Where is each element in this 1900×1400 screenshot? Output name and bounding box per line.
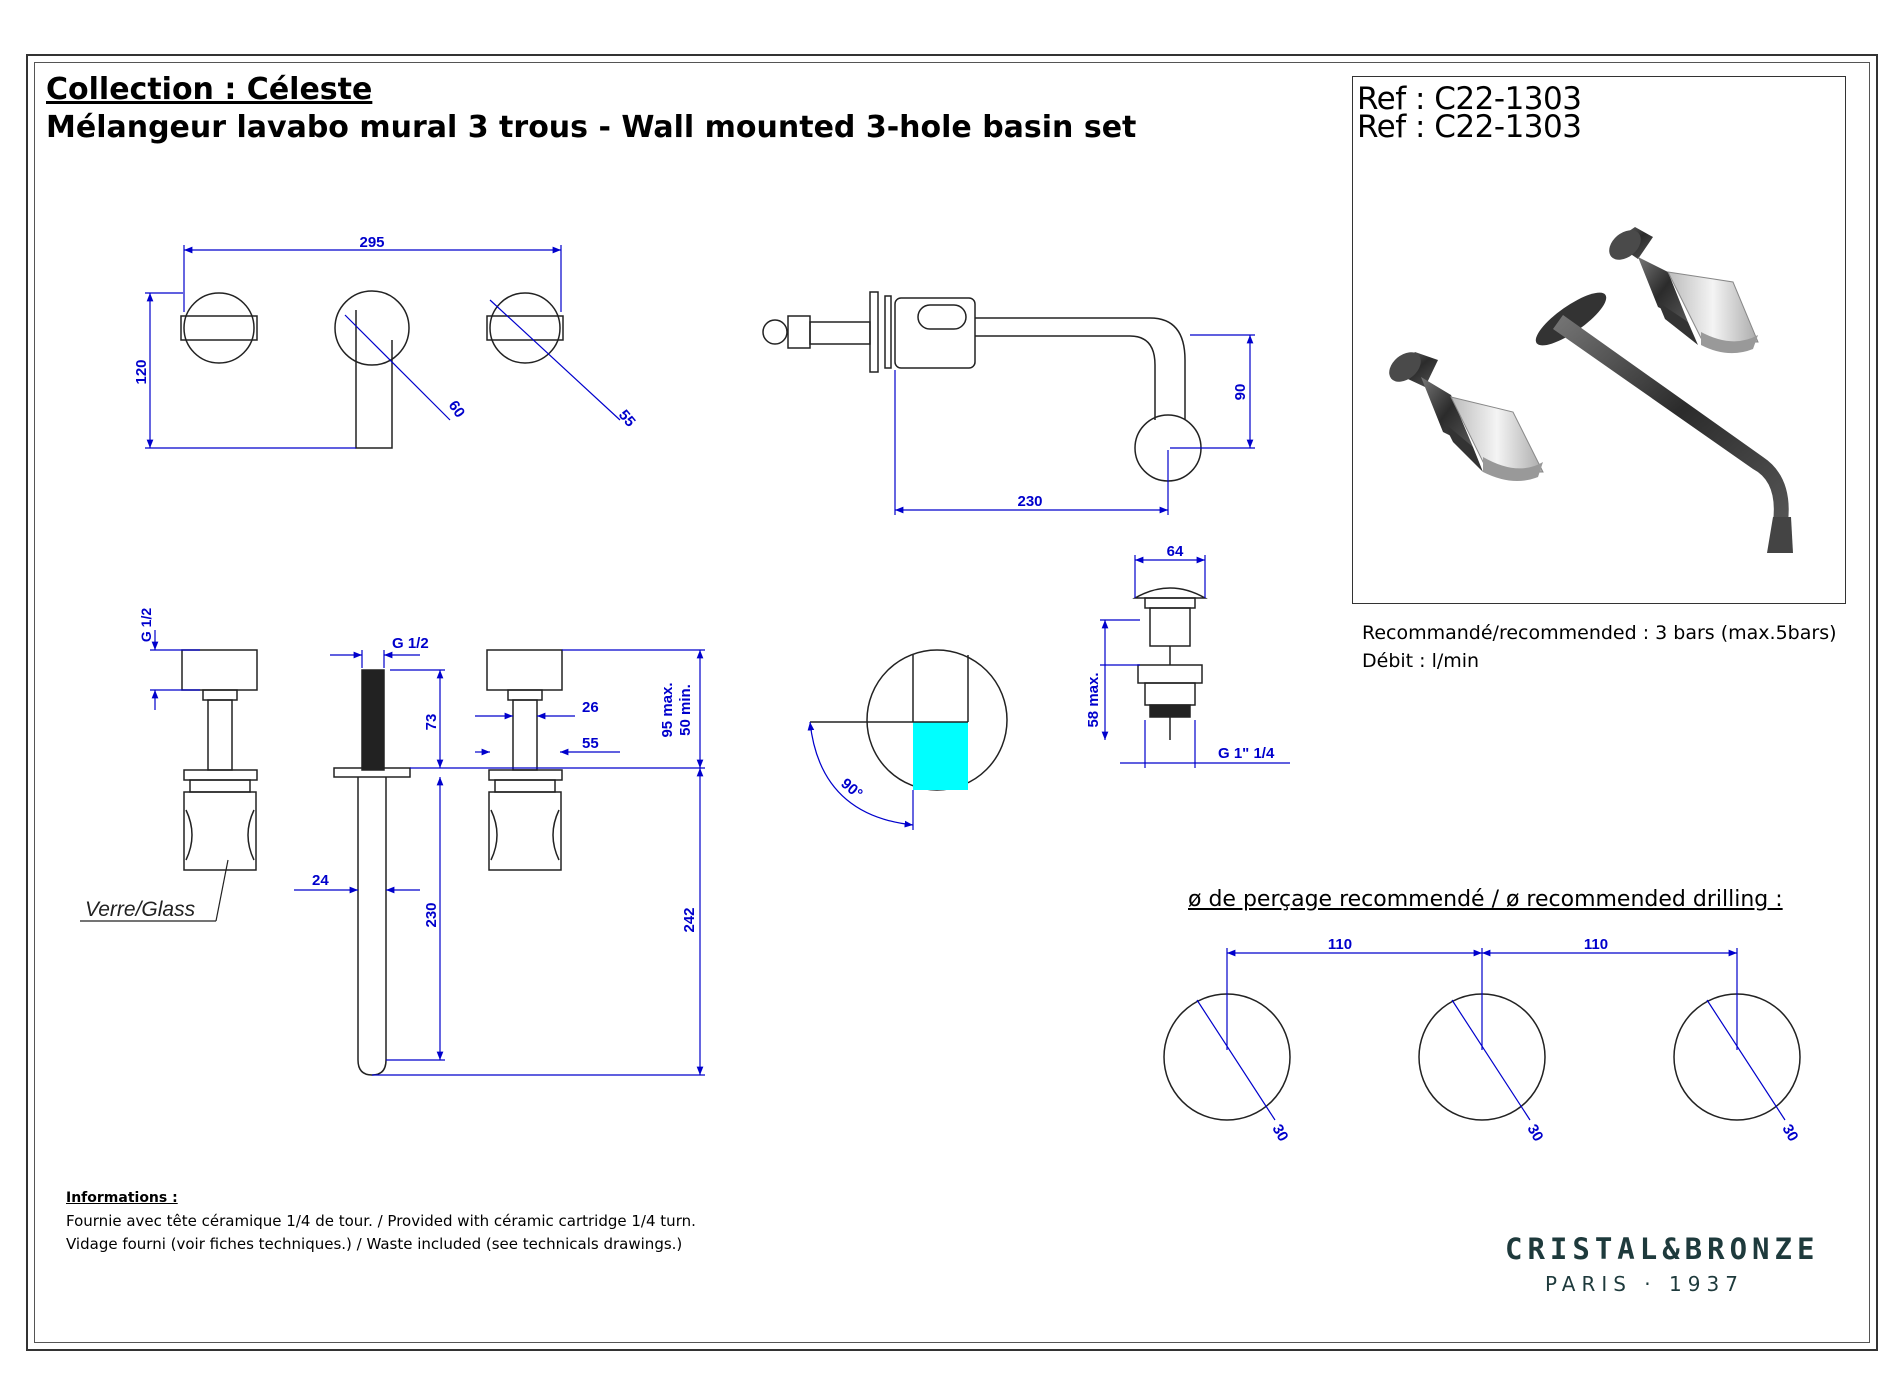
waste-cap xyxy=(1132,587,1208,599)
glass-handle-left xyxy=(183,791,257,871)
dim-drill-30-3: 30 xyxy=(1779,1122,1802,1145)
dim-120: 120 xyxy=(133,359,150,384)
informations-heading: Informations : xyxy=(66,1190,178,1206)
front-view xyxy=(180,290,564,449)
front-view-dimensions xyxy=(145,245,621,449)
front-right-handle-bar xyxy=(486,315,564,341)
dim-dia-55-side: 55 xyxy=(582,735,599,752)
cartridge-right xyxy=(486,649,563,871)
dim-dia-55-top: 55 xyxy=(615,407,639,431)
flow-note: Débit : l/min xyxy=(1362,650,1480,672)
side-body xyxy=(894,297,976,369)
drilling-title: ø de perçage recommendé / ø recommended … xyxy=(1188,887,1783,912)
collection-title: Collection : Céleste xyxy=(46,72,373,107)
spout-render xyxy=(1535,292,1793,553)
right-handle-render xyxy=(1609,227,1759,354)
product-render xyxy=(1389,227,1793,553)
dim-g12-left: G 1/2 xyxy=(138,608,154,642)
dim-g12-mid: G 1/2 xyxy=(392,635,429,652)
dim-50-min: 50 min. xyxy=(677,684,694,736)
reference-line-2: Ref : C22-1303 xyxy=(1357,109,1582,145)
front-spout-body xyxy=(355,310,393,449)
reference-line-1: Ref : C22-1303 xyxy=(1357,81,1582,117)
product-title: Mélangeur lavabo mural 3 trous - Wall mo… xyxy=(46,110,1137,145)
brand-logo: CRISTAL&BRONZE xyxy=(1505,1232,1820,1266)
brand-tagline: PARIS · 1937 xyxy=(1545,1272,1744,1296)
dim-90: 90 xyxy=(1232,384,1249,401)
drawing-frame-outer xyxy=(26,54,1878,1351)
side-view-dimensions xyxy=(894,334,1255,515)
drawing-frame-inner xyxy=(34,62,1870,1343)
cartridge-right-dims xyxy=(445,649,705,1075)
dim-dia-26: 26 xyxy=(582,699,599,716)
waste-flange xyxy=(1137,664,1203,684)
glass-label: Verre/Glass xyxy=(85,898,196,921)
threaded-tube xyxy=(361,669,385,771)
cartridge-left-dims xyxy=(150,630,200,710)
front-right-handle xyxy=(489,292,561,364)
dim-waste-thread: G 1" 1/4 xyxy=(1218,745,1275,762)
dim-230-projection: 230 xyxy=(1017,493,1042,510)
dim-95-max: 95 max. xyxy=(659,682,676,737)
dim-waste-58: 58 max. xyxy=(1085,672,1102,727)
spout-tube-lower xyxy=(357,777,387,1076)
dim-drill-110-a: 110 xyxy=(1328,936,1352,953)
dim-230-tube: 230 xyxy=(423,902,440,927)
dim-drill-110-b: 110 xyxy=(1584,936,1608,953)
dim-dia-24: 24 xyxy=(312,872,329,889)
informations-line-1: Fournie avec tête céramique 1/4 de tour.… xyxy=(66,1212,696,1230)
angle-detail: 90° xyxy=(807,649,1008,830)
front-left-handle xyxy=(183,292,255,364)
dim-295: 295 xyxy=(359,234,384,251)
glass-handle-right xyxy=(488,791,562,871)
dim-waste-64: 64 xyxy=(1167,543,1184,560)
reference-box: Ref : C22-1303 Ref : C22-1303 xyxy=(1352,76,1846,604)
dim-dia-60: 60 xyxy=(445,398,468,421)
pressure-note: Recommandé/recommended : 3 bars (max.5ba… xyxy=(1362,622,1837,644)
dim-drill-30-2: 30 xyxy=(1524,1122,1547,1145)
waste-dimensions xyxy=(1100,555,1290,768)
informations-line-2: Vidage fourni (voir fiches techniques.) … xyxy=(66,1235,683,1253)
front-left-handle-bar xyxy=(180,315,258,341)
side-handle-end xyxy=(762,319,788,345)
left-handle-render xyxy=(1389,352,1544,481)
waste-view xyxy=(1132,587,1208,740)
dim-73: 73 xyxy=(423,714,440,731)
dim-242: 242 xyxy=(681,907,698,932)
cartridge-left xyxy=(181,649,258,871)
front-spout-rosette xyxy=(334,290,410,366)
side-spout-bottom xyxy=(975,335,1156,420)
spout-side-dims xyxy=(294,650,705,1076)
spout-side-lower xyxy=(333,669,411,1076)
side-spout-top xyxy=(975,317,1186,420)
dim-angle-90: 90° xyxy=(837,775,865,803)
dim-drill-30-1: 30 xyxy=(1269,1122,1292,1145)
drilling-dims xyxy=(1196,948,1786,1121)
side-view xyxy=(762,291,1202,482)
